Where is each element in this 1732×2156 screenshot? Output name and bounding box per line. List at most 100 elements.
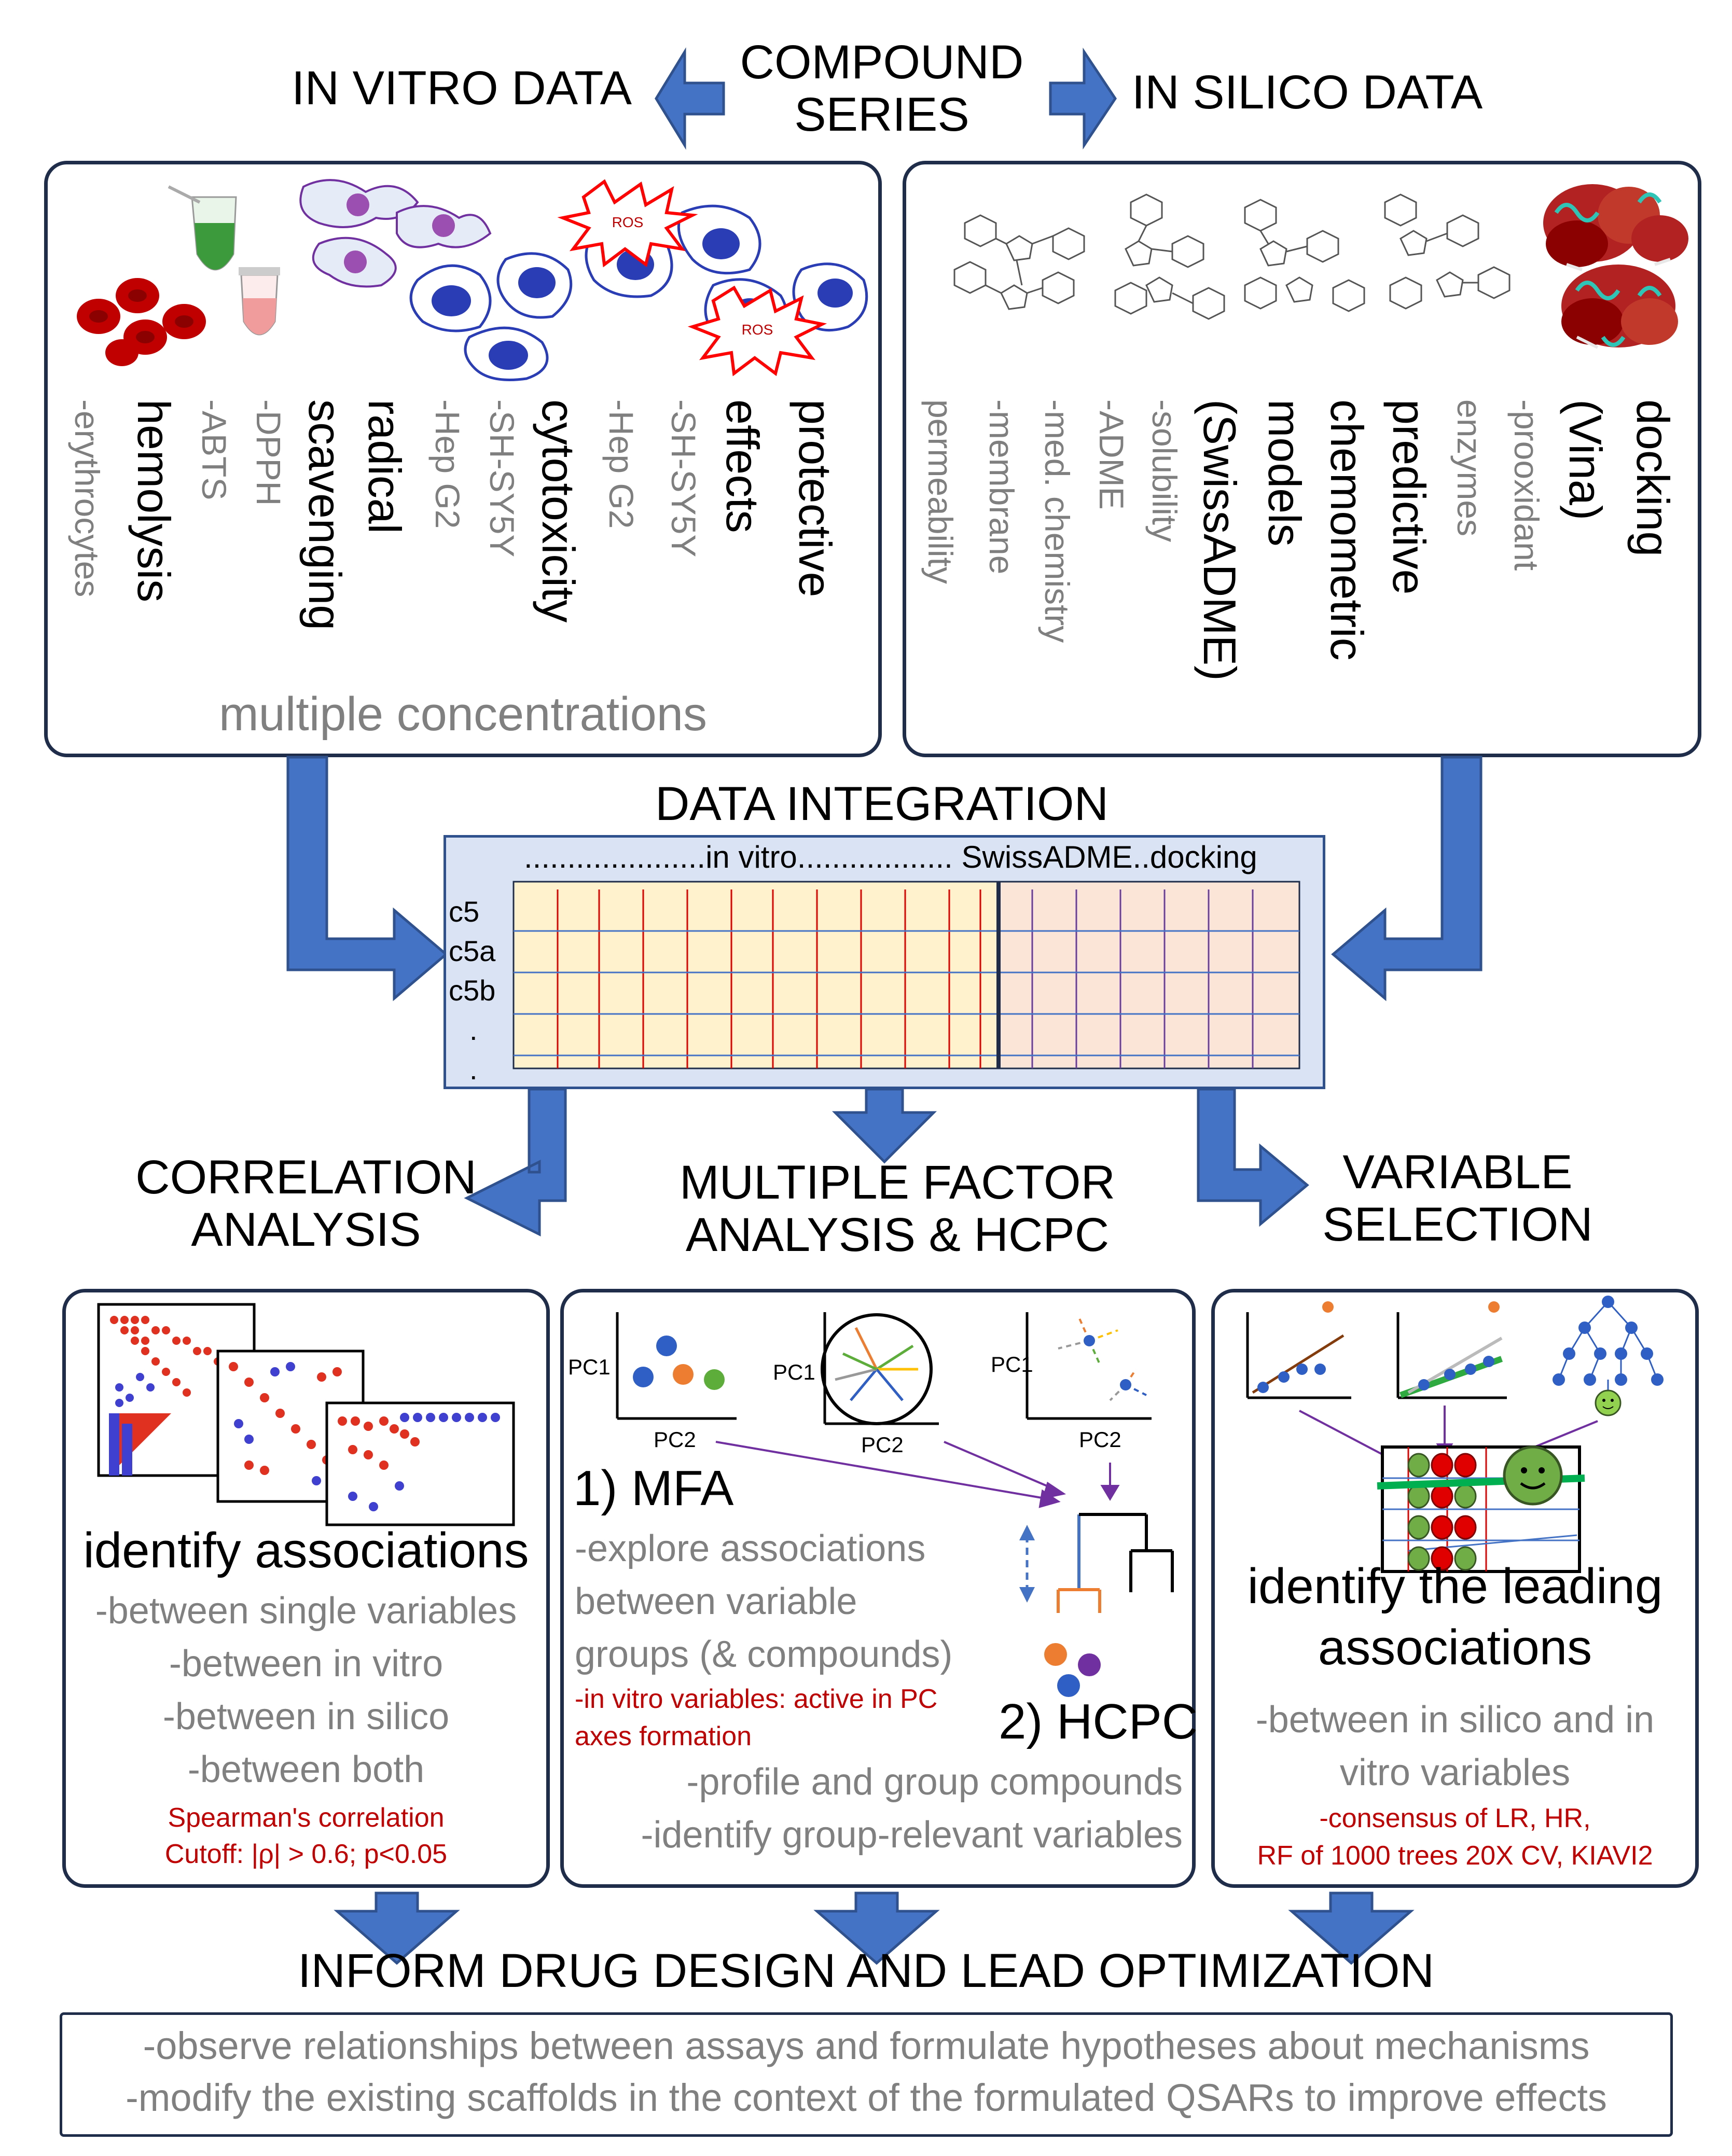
correlation-circle-plot: PC1 PC2: [773, 1312, 939, 1457]
mfa-step2-item-1: -profile and group compounds: [686, 1761, 1183, 1803]
arrow-left-icon: [655, 47, 725, 150]
invitro-col-6: radical: [359, 399, 410, 534]
pc2-label-1: PC2: [654, 1427, 696, 1452]
insilico-col-10: enzymes: [1450, 399, 1489, 537]
mfa-red-line2: axes formation: [575, 1721, 752, 1751]
mfa-step1: 1) MFA: [573, 1460, 734, 1516]
corr-item-3: -between in silico: [162, 1696, 450, 1737]
invitro-col-4: -DPPH: [250, 399, 288, 506]
invitro-gridlines: [557, 889, 981, 1068]
mfa-plots: PC1 PC2 PC1 PC2 PC1 PC2: [568, 1312, 1174, 1613]
integration-matrix: [512, 881, 1300, 1069]
corr-item-2: -between in vitro: [169, 1643, 444, 1685]
hcpc-clusters-icon: [1044, 1643, 1101, 1697]
mfa-step2-items: -profile and group compounds -identify g…: [560, 1756, 1183, 1861]
outcome-line-1: -observe relationships between assays an…: [143, 2024, 1590, 2067]
mfa-item-3: groups (& compounds): [575, 1634, 953, 1675]
selection-method: -consensus of LR, HR, RF of 1000 trees 2…: [1211, 1800, 1699, 1874]
selection-panel: [1211, 1289, 1699, 1888]
insilico-block: [997, 881, 1300, 1069]
row-label-c5b: c5b: [449, 974, 496, 1007]
correlation-method: Spearman's correlation Cutoff: |ρ| > 0.6…: [62, 1800, 550, 1872]
down-arrow-1-icon: [334, 1891, 460, 1965]
correlation-title-line2: ANALYSIS: [191, 1203, 421, 1257]
selection-heading: identify the leading associations: [1211, 1556, 1699, 1678]
pc1-label-1: PC1: [568, 1355, 611, 1379]
correlation-title-line1: CORRELATION: [135, 1151, 477, 1204]
in-silico-title: IN SILICO DATA: [1131, 66, 1483, 119]
insilico-col-9: predictive: [1383, 399, 1435, 595]
row-label-c5a: c5a: [449, 935, 496, 967]
down-arrow-3-icon: [1288, 1891, 1415, 1965]
outcome-panel: [60, 2012, 1673, 2137]
insilico-col-13: docking: [1627, 399, 1679, 557]
corr-method-line1: Spearman's correlation: [168, 1803, 445, 1833]
data-integration-title: DATA INTEGRATION: [655, 777, 1109, 830]
in-vitro-illustrations: ROS ROS: [77, 179, 868, 381]
pca-scatter-plot: PC1 PC2: [568, 1312, 737, 1452]
selection-red-line1: -consensus of LR, HR,: [1319, 1803, 1591, 1833]
invitro-col-10: -Hep G2: [602, 399, 641, 529]
correlation-heading: identify associations: [83, 1523, 529, 1578]
arrow-right-icon: [1049, 47, 1117, 150]
in-silico-illustrations: [953, 184, 1688, 349]
dendrogram-icon: [1019, 1513, 1174, 1613]
mfa-item-2: between variable: [575, 1581, 857, 1622]
invitro-col-11: -SH-SY5Y: [664, 399, 703, 558]
mfa-item-1: -explore associations: [575, 1528, 926, 1569]
insilico-gridlines: [1031, 889, 1254, 1068]
corr-matrix-3: [325, 1401, 515, 1526]
row-gridlines: [514, 930, 1299, 1056]
insilico-col-5: -solubility: [1145, 399, 1184, 543]
mfa-step1-red: -in vitro variables: active in PC axes f…: [575, 1680, 937, 1755]
insilico-col-7: models: [1259, 399, 1310, 547]
selection-heading-line2: associations: [1318, 1620, 1592, 1675]
header-arrows: [655, 47, 1117, 150]
green-tube-icon: [168, 185, 237, 271]
multiple-concentrations: multiple concentrations: [219, 688, 707, 741]
invitro-col-1: -erythrocytes: [68, 399, 106, 597]
invitro-col-12: effects: [717, 399, 768, 533]
erythrocytes-icon: [77, 278, 206, 366]
arrow-insilico-to-matrix-icon: [1331, 756, 1482, 1002]
corr-item-4: -between both: [187, 1749, 425, 1790]
selection-heading-line1: identify the leading: [1247, 1559, 1663, 1614]
hep-cells-icon: [299, 179, 492, 288]
selection-title-line2: SELECTION: [1322, 1198, 1593, 1251]
selection-title: VARIABLE SELECTION: [1271, 1146, 1644, 1251]
compound-series-line1: COMPOUND: [740, 36, 1024, 89]
pc1-label-3: PC1: [991, 1352, 1033, 1376]
regression-plot-1: [1246, 1301, 1351, 1399]
random-forest-tree-icon: [1553, 1296, 1664, 1416]
regression-plot-2: [1396, 1301, 1507, 1399]
in-vitro-columns: -erythrocytes hemolysis -ABTS -DPPH scav…: [67, 399, 877, 659]
mfa-step1-items: -explore associations between variable g…: [575, 1522, 952, 1681]
invitro-col-5: scavenging: [299, 399, 351, 631]
mfa-step2-item-2: -identify group-relevant variables: [641, 1814, 1183, 1856]
selection-item-2: vitro variables: [1339, 1752, 1571, 1793]
matrix-row-labels: c5 c5a c5b . .: [449, 892, 495, 1089]
insilico-col-11: -prooxidant: [1507, 399, 1546, 571]
selection-title-line1: VARIABLE: [1342, 1146, 1573, 1199]
shsy5y-cells-icon: [409, 252, 573, 381]
correlation-matrices-icon: [97, 1303, 515, 1526]
ros-label-1: ROS: [612, 214, 644, 230]
matrix-header: .....................in vitro...........…: [524, 840, 1257, 874]
ros-cells-icon: ROS ROS: [557, 179, 868, 377]
mfa-title-line2: ANALYSIS & HCPC: [685, 1208, 1110, 1262]
correlation-title: CORRELATION ANALYSIS: [104, 1151, 508, 1256]
arrow-invitro-to-matrix-icon: [286, 756, 448, 1002]
mfa-red-line1: -in vitro variables: active in PC: [575, 1684, 938, 1714]
outcome-title: INFORM DRUG DESIGN AND LEAD OPTIMIZATION: [297, 1944, 1435, 1997]
compound-series-title: COMPOUND SERIES: [716, 36, 1048, 141]
ros-burst-1: [557, 179, 698, 268]
biplot: PC1 PC2: [991, 1312, 1152, 1452]
insilico-col-1: permeability: [921, 399, 960, 584]
pc2-label-2: PC2: [861, 1432, 904, 1457]
outcome-arrows: [334, 1891, 1415, 1965]
invitro-col-2: hemolysis: [128, 399, 179, 603]
insilico-col-2: -membrane: [982, 399, 1021, 575]
in-silico-columns: permeability -membrane -med. chemistry -…: [921, 399, 1699, 711]
insilico-col-3: -med. chemistry: [1038, 399, 1076, 643]
correlation-items: -between single variables -between in vi…: [62, 1584, 550, 1796]
